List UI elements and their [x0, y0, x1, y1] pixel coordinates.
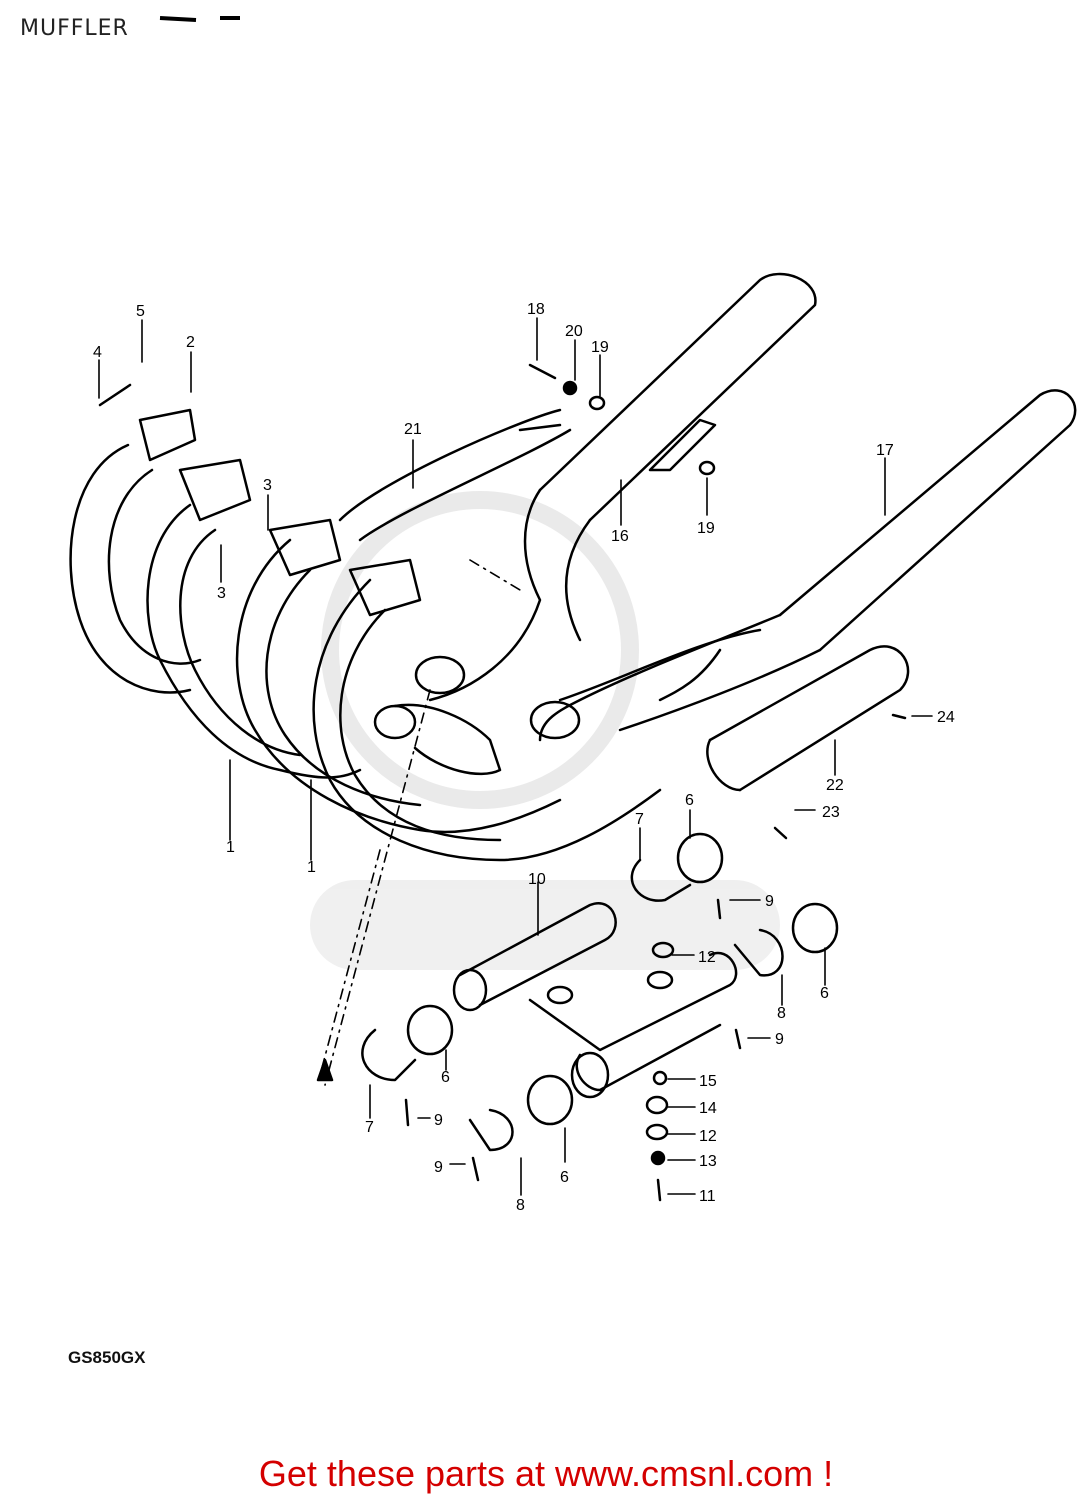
callout-17: 17 — [876, 442, 894, 459]
callout-2: 2 — [186, 334, 195, 351]
callout-8b: 8 — [516, 1197, 525, 1214]
parts-artwork — [69, 272, 1077, 1202]
callout-13: 13 — [699, 1153, 717, 1170]
callout-11: 11 — [699, 1188, 716, 1205]
callout-12a: 12 — [698, 949, 716, 966]
callout-6d: 6 — [560, 1169, 569, 1186]
callout-9b: 9 — [775, 1031, 784, 1048]
bolts-and-washers — [98, 363, 907, 1202]
callout-1b: 1 — [307, 859, 316, 876]
callout-5: 5 — [136, 303, 145, 320]
connector-sleeves — [406, 832, 839, 1126]
callout-15: 15 — [699, 1073, 717, 1090]
callout-1a: 1 — [226, 839, 235, 856]
pipe-stubs — [373, 655, 581, 776]
clamps — [361, 858, 784, 1152]
exhaust-header-pipes — [69, 408, 662, 862]
callout-16: 16 — [611, 528, 629, 545]
callout-12b: 12 — [699, 1128, 717, 1145]
apex-mark — [316, 1058, 334, 1082]
callout-4: 4 — [93, 344, 102, 361]
watermark-logo — [310, 491, 780, 970]
header-dashes — [159, 16, 240, 22]
assembly-lines — [319, 559, 521, 1086]
callout-3a: 3 — [263, 477, 272, 494]
callout-6a: 6 — [685, 792, 694, 809]
page-title: MUFFLER — [20, 16, 129, 41]
muffler-right — [538, 389, 1077, 742]
callout-6c: 6 — [441, 1069, 450, 1086]
callout-6b: 6 — [820, 985, 829, 1002]
footer-link-text[interactable]: Get these parts at www.cmsnl.com ! — [258, 1453, 834, 1494]
balance-pipe — [452, 902, 738, 1099]
leader-lines — [98, 317, 933, 1196]
callout-9a: 9 — [765, 893, 774, 910]
callout-7a: 7 — [635, 811, 644, 828]
callout-21: 21 — [404, 421, 422, 438]
callout-19b: 19 — [697, 520, 715, 537]
callout-7b: 7 — [365, 1119, 374, 1136]
callout-9d: 9 — [434, 1159, 443, 1176]
muffler-left — [338, 272, 817, 702]
callout-22: 22 — [826, 777, 844, 794]
callout-24: 24 — [937, 709, 955, 726]
callout-3b: 3 — [217, 585, 226, 602]
callout-10: 10 — [528, 871, 546, 888]
callout-14: 14 — [699, 1100, 717, 1117]
model-code: GS850GX — [68, 1348, 146, 1367]
heat-shield — [706, 645, 910, 792]
callout-18: 18 — [527, 301, 545, 318]
callout-23: 23 — [822, 804, 840, 821]
callout-20: 20 — [565, 323, 583, 340]
part-callouts: 1 1 2 3 3 4 5 6 6 6 6 7 7 8 8 9 9 9 9 10… — [93, 301, 955, 1214]
callout-8a: 8 — [777, 1005, 786, 1022]
callout-19a: 19 — [591, 339, 609, 356]
callout-9c: 9 — [434, 1112, 443, 1129]
